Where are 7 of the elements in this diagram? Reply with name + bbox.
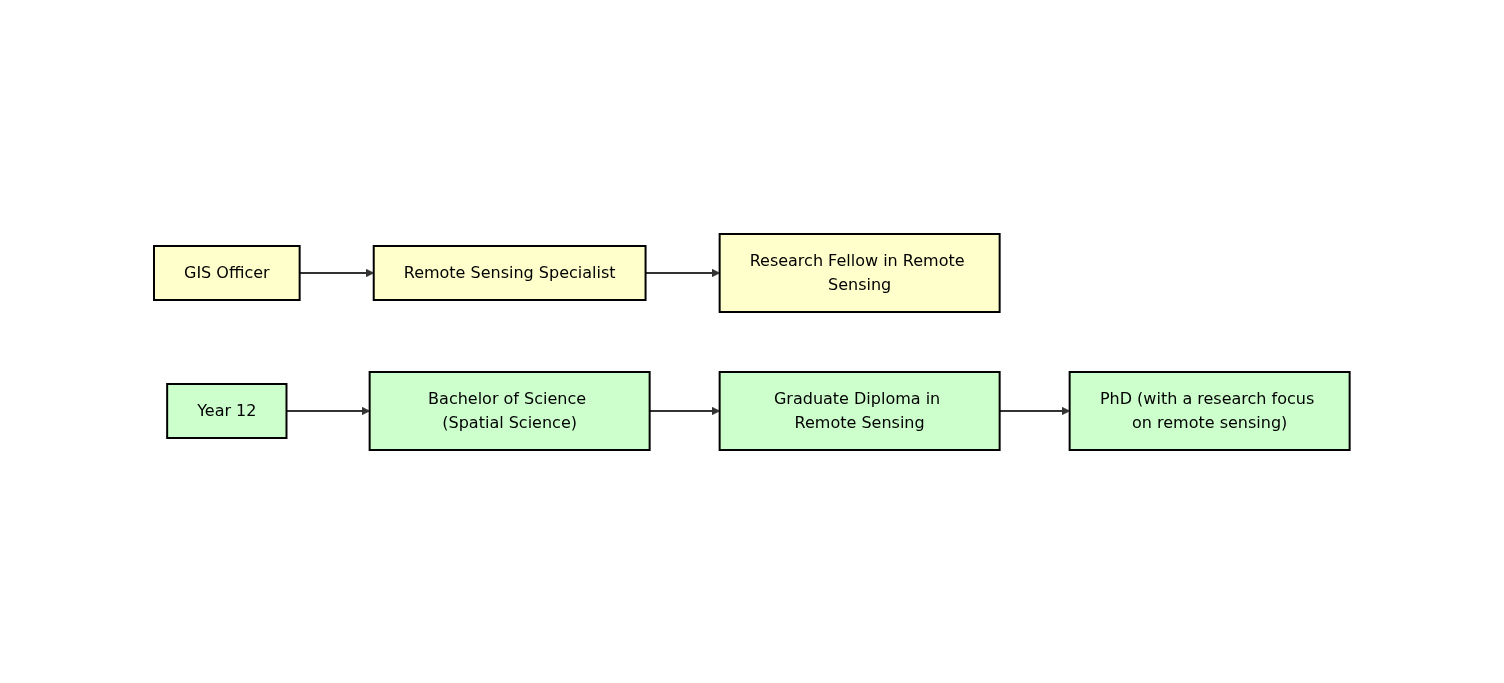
node-box: Graduate Diploma in Remote Sensing [718, 370, 1001, 451]
node-box: Remote Sensing Specialist [372, 244, 647, 301]
node-box: Bachelor of Science (Spatial Science) [368, 370, 651, 451]
node-box: PhD (with a research focus on remote sensing) [1068, 370, 1351, 451]
node-box: Research Fellow in Remote Sensing [718, 232, 1001, 313]
node-box: Year 12 [166, 382, 288, 439]
node-box: GIS Officer [153, 244, 301, 301]
